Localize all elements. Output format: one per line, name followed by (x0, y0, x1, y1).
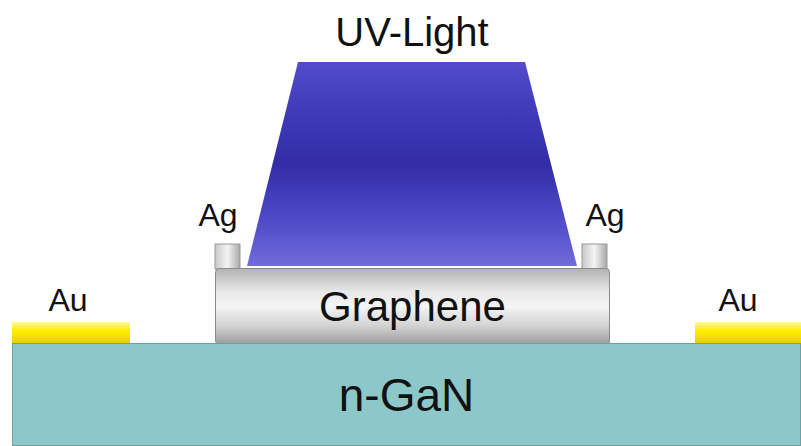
uv-beam (247, 62, 577, 266)
au-contact (12, 322, 130, 343)
electrode-label: Ag (585, 199, 624, 231)
layer-name: n-GaN (339, 372, 474, 418)
layer-name: Graphene (319, 286, 506, 328)
electrode-label: Au (718, 284, 757, 316)
ag-contact (215, 244, 240, 269)
ag-contact (582, 244, 607, 269)
au-contact (695, 322, 801, 343)
layer-name: UV-Light (335, 12, 488, 52)
electrode-label: Ag (198, 199, 237, 231)
electrode-label: Au (48, 284, 87, 316)
uv-light-beam: UV-Light (247, 8, 577, 266)
graphene-layer: Graphene (215, 268, 610, 345)
gan-substrate: n-GaN (12, 343, 801, 446)
